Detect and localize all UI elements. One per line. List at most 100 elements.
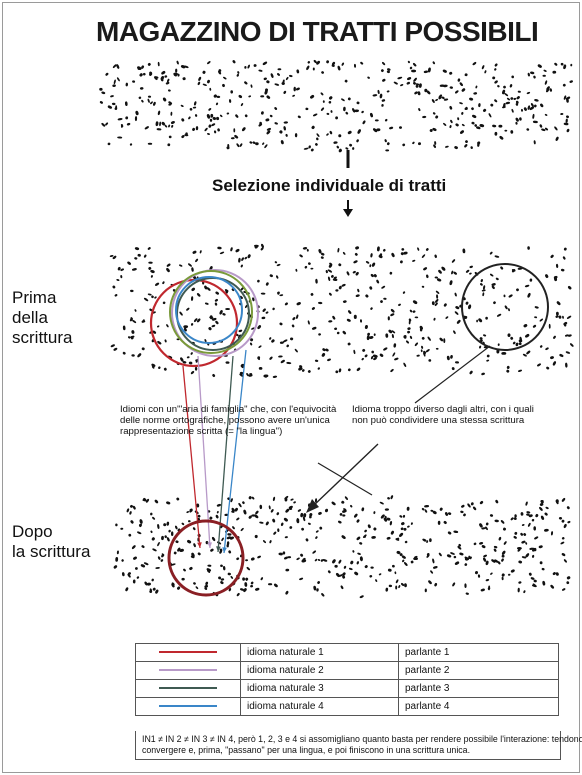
trait-dot [503,294,505,297]
trait-dot [208,108,212,112]
trait-dot [525,284,530,287]
trait-dot [360,319,362,323]
trait-dot [414,342,418,347]
trait-dot [170,112,172,116]
trait-dot [338,368,341,372]
trait-dot [327,570,331,574]
trait-dot [532,555,535,558]
blocked-cross [318,463,372,495]
trait-dot [445,145,449,148]
trait-dot [527,522,531,527]
trait-dot [521,109,523,112]
trait-dot [412,259,416,262]
legend-swatch [159,687,217,689]
trait-dot [432,558,435,563]
trait-dot [346,271,350,276]
trait-dot [471,121,475,125]
trait-dot [186,307,190,311]
trait-dot [506,369,510,373]
trait-dot [530,71,535,74]
trait-dot [560,113,563,116]
trait-dot [480,588,485,592]
trait-dot [499,135,504,140]
trait-dot [171,531,173,536]
legend-idiom: idioma naturale 1 [241,644,399,662]
trait-dot [342,252,346,256]
trait-dot [132,556,137,561]
trait-dot [183,325,188,328]
trait-dot [406,507,409,511]
trait-dot [269,114,272,117]
trait-dot [347,368,351,372]
trait-dot [294,348,298,353]
trait-dot [483,334,487,337]
trait-dot [555,315,559,319]
trait-dot [562,537,565,540]
trait-dot [495,277,499,280]
trait-dot [192,250,197,254]
trait-dot [481,544,486,548]
trait-dot [235,114,239,119]
trait-dot [398,532,403,538]
trait-dot [479,337,483,341]
trait-dot [539,318,543,322]
trait-dot [232,526,236,530]
trait-dot [133,579,136,583]
trait-dot [132,268,137,271]
trait-dot [527,73,530,77]
trait-dot [347,130,352,135]
trait-dot [482,108,486,112]
trait-dot [454,292,457,296]
post-writing-band [113,495,571,599]
trait-dot [190,352,193,355]
trait-dot [498,537,501,541]
trait-dot [204,127,208,131]
trait-dot [479,345,482,348]
trait-dot [561,269,565,272]
trait-dot [279,130,283,134]
trait-dot [509,84,512,88]
trait-dot [418,108,421,112]
trait-dot [241,127,246,132]
trait-dot [471,502,474,506]
trait-dot [512,341,516,345]
trait-dot [236,143,240,148]
trait-dot [487,354,490,357]
trait-dot [443,338,445,343]
trait-dot [342,514,345,516]
trait-dot [425,248,429,252]
trait-dot [151,578,154,581]
trait-dot [278,68,282,70]
trait-dot [141,545,145,549]
trait-dot [485,579,489,582]
trait-dot [128,533,131,536]
trait-dot [231,137,235,139]
trait-dot [387,497,391,500]
trait-dot [307,320,310,325]
trait-dot [407,327,411,331]
trait-dot [341,535,347,540]
isolated-note-pointer [415,346,490,403]
trait-dot [493,301,497,305]
trait-dot [469,97,474,101]
trait-dot [370,253,373,258]
trait-dot [107,142,110,145]
trait-dot [112,84,116,87]
trait-dot [523,590,526,594]
trait-dot [438,521,441,525]
trait-dot [211,324,215,327]
legend-swatch-cell [136,662,241,680]
trait-dot [523,323,528,328]
trait-dot [191,287,196,292]
trait-dot [328,320,332,323]
trait-dot [561,63,564,66]
isolated-idiom-note: Idioma troppo diverso dagli altri, con i… [352,404,534,426]
trait-dot [270,73,274,79]
trait-dot [518,342,522,346]
trait-dot [436,294,438,299]
trait-dot [225,361,229,364]
trait-dot [296,301,301,305]
trait-dot [316,137,319,140]
trait-dot [137,531,142,535]
trait-dot [478,103,481,107]
